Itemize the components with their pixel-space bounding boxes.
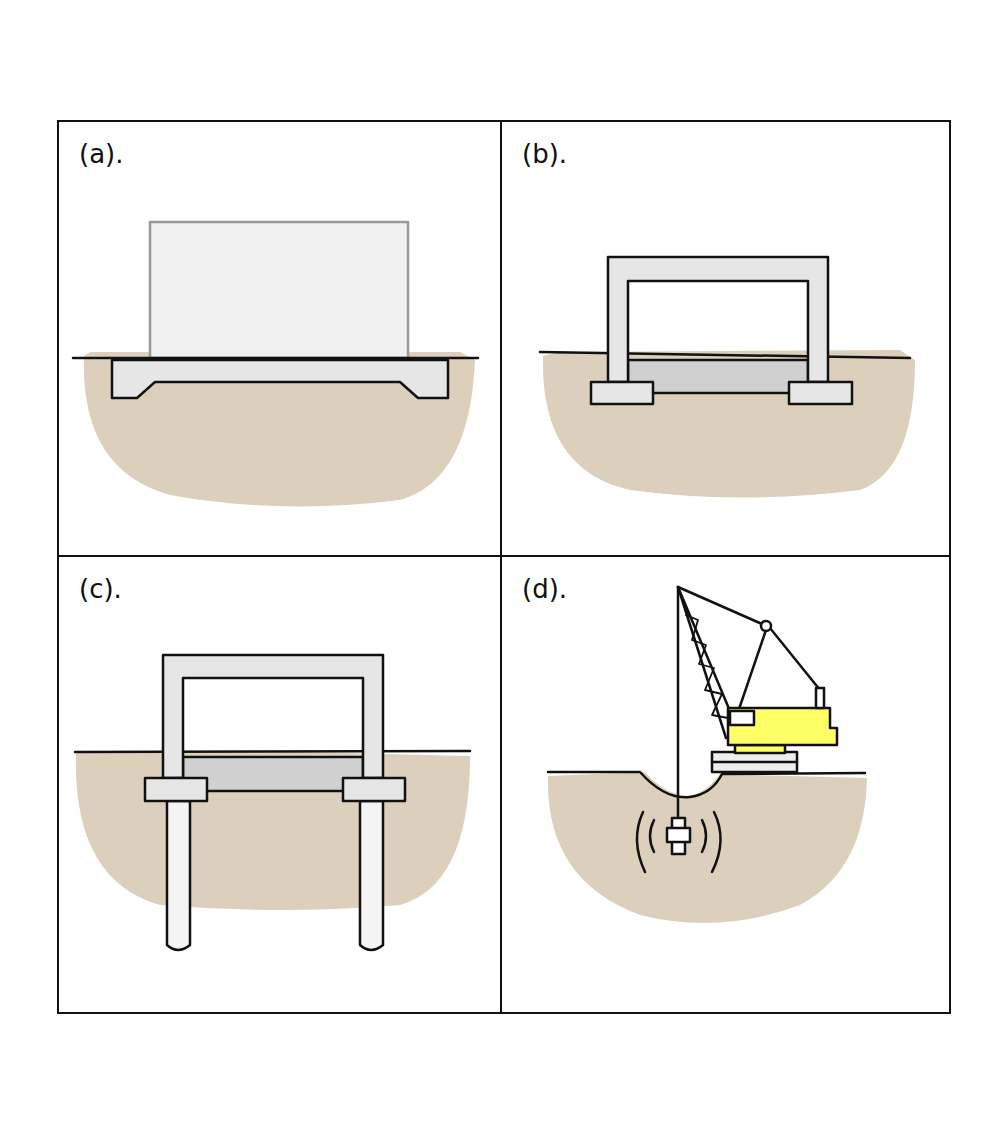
figure-panel: (d). — [500, 555, 951, 1014]
panel-label: (d). — [522, 575, 567, 604]
frame — [608, 257, 828, 382]
vibroflot-head — [667, 828, 690, 842]
crane-cab — [728, 708, 837, 745]
footing — [591, 382, 653, 404]
floor-slab — [183, 757, 363, 791]
pile — [360, 801, 383, 950]
boom-lattice — [686, 615, 728, 718]
pile-cap — [145, 778, 207, 801]
pile — [167, 801, 190, 950]
figure-panel: (c). — [57, 555, 502, 1014]
figure-panel: (b). — [500, 120, 951, 557]
crane-cable — [677, 587, 680, 822]
ground-line — [75, 751, 470, 752]
crane-stays — [678, 587, 820, 712]
vibration-marks — [637, 812, 721, 872]
ground — [548, 772, 867, 923]
frame — [163, 655, 383, 778]
crane-pulley — [761, 621, 771, 631]
cab-window — [730, 711, 754, 725]
track-line — [712, 761, 797, 764]
panel-label: (a). — [79, 140, 123, 169]
ground-line — [548, 772, 865, 797]
ground — [84, 352, 475, 506]
panel-label: (c). — [79, 575, 122, 604]
ground-line — [540, 352, 910, 358]
footing — [789, 382, 852, 404]
figure-panel: (a). — [57, 120, 502, 557]
building — [150, 222, 408, 358]
raft-foundation — [112, 360, 448, 398]
crane-tracks — [712, 752, 797, 772]
panel-label: (b). — [522, 140, 567, 169]
floor-slab — [628, 360, 808, 393]
ground — [76, 752, 470, 910]
ground — [543, 350, 915, 498]
pile-cap — [343, 778, 405, 801]
cab-stack — [816, 688, 824, 708]
